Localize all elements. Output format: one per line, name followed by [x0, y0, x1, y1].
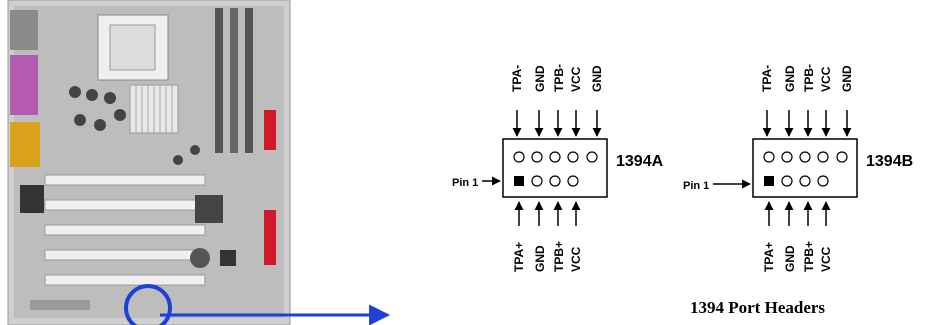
pin-label: GND	[533, 65, 547, 92]
pin-row-bottom	[781, 175, 829, 187]
pin-1-square	[514, 176, 524, 186]
pin-label: GND	[533, 245, 547, 272]
pin-label: GND	[590, 65, 604, 92]
pin-label: TPA-	[510, 65, 524, 92]
header-name: 1394B	[866, 153, 913, 170]
diagram-caption: 1394 Port Headers	[690, 298, 826, 317]
bottom-pin-labels: TPA+ GND TPB+ VCC	[762, 241, 833, 272]
motherboard-illustration	[7, 0, 291, 325]
pin-row-top	[513, 151, 598, 163]
pin-label: TPA-	[760, 65, 774, 92]
pin-row-bottom	[531, 175, 579, 187]
pin-label: TPB+	[802, 241, 816, 272]
pin-label: VCC	[569, 66, 583, 92]
header-1394a: TPA- GND TPB- VCC GND 1394A Pin 1	[452, 64, 664, 272]
pin-label: TPB-	[802, 64, 816, 92]
pin-label: VCC	[819, 246, 833, 272]
top-pin-labels: TPA- GND TPB- VCC GND	[510, 64, 604, 92]
pin-label: TPA+	[762, 242, 776, 272]
pin-label: GND	[783, 245, 797, 272]
pin-row-top	[763, 151, 848, 163]
pin-label: GND	[783, 65, 797, 92]
header-1394b: TPA- GND TPB- VCC GND 1394B Pin 1	[683, 64, 913, 272]
header-box	[502, 138, 608, 198]
pin-label: TPB+	[552, 241, 566, 272]
pin-label: TPB-	[552, 64, 566, 92]
header-location-circle	[124, 284, 172, 325]
pin-label: TPA+	[512, 242, 526, 272]
header-box	[752, 138, 858, 198]
pin1-label: Pin 1	[683, 180, 709, 192]
header-name: 1394A	[616, 153, 664, 170]
pin-label: VCC	[819, 66, 833, 92]
pin-label: GND	[840, 65, 854, 92]
pin-label: VCC	[569, 246, 583, 272]
pin-1-square	[764, 176, 774, 186]
pin1-label: Pin 1	[452, 177, 478, 189]
bottom-pin-labels: TPA+ GND TPB+ VCC	[512, 241, 583, 272]
top-pin-labels: TPA- GND TPB- VCC GND	[760, 64, 854, 92]
